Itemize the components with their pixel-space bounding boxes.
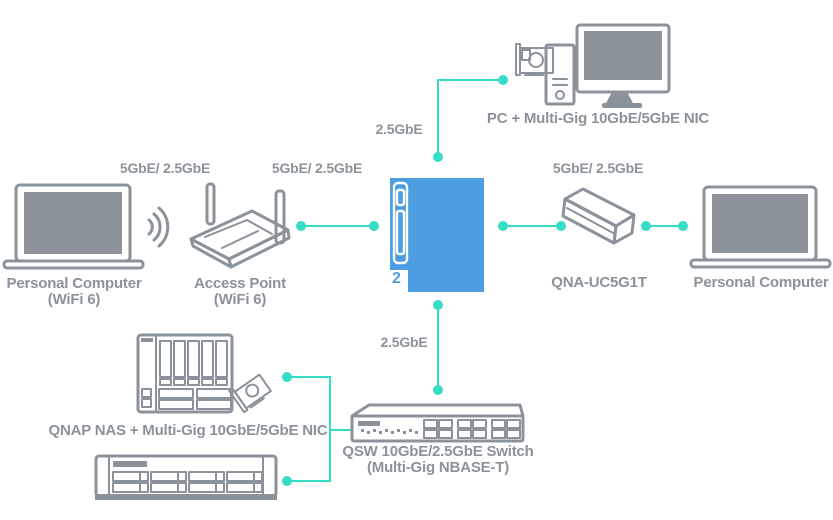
nas-tower-icon — [136, 333, 234, 414]
laptop-left-label-line1: Personal Computer — [6, 275, 142, 292]
pc-with-nic-icon — [515, 23, 671, 108]
router-partial-label: 2 — [392, 270, 401, 287]
switch-label: QSW 10GbE/2.5GbE Switch (Multi-Gig NBASE… — [342, 444, 533, 476]
access-point-label-line1: Access Point — [194, 275, 286, 292]
connector-router-to-qna — [498, 221, 566, 231]
link-label-router-qna: 5GbE/ 2.5GbE — [552, 160, 644, 176]
laptop-right-label: Personal Computer — [693, 274, 829, 291]
nic-card-icon — [515, 43, 554, 76]
switch-ports — [423, 419, 521, 439]
link-label-router-switch: 2.5GbE — [380, 334, 428, 350]
link-label-router-pc: 2.5GbE — [375, 121, 423, 137]
connector-ap-to-router — [296, 221, 379, 231]
switch-label-line1: QSW 10GbE/2.5GbE Switch — [342, 443, 534, 460]
switch-icon — [350, 403, 525, 443]
nas-label: QNAP NAS + Multi-Gig 10GbE/5GbE NIC — [48, 422, 328, 439]
access-point-label: Access Point (WiFi 6) — [194, 276, 286, 308]
switch-label-line2: (Multi-Gig NBASE-T) — [366, 459, 509, 476]
link-label-ap-router: 5GbE/ 2.5GbE — [271, 160, 363, 176]
rackmount-nas-icon — [94, 454, 278, 500]
laptop-right-icon — [689, 185, 832, 269]
qna-label: QNA-UC5G1T — [551, 274, 647, 291]
laptop-left-label: Personal Computer (WiFi 6) — [7, 276, 142, 308]
wifi-signal-icon — [147, 206, 170, 248]
laptop-left-label-line2: (WiFi 6) — [47, 291, 101, 308]
connector-nas-to-switch — [282, 372, 353, 486]
access-point-icon — [189, 182, 291, 269]
laptop-left-icon — [2, 183, 145, 270]
connector-router-to-pc-top — [433, 75, 508, 162]
qna-adapter-icon — [561, 187, 636, 245]
link-label-wifi-left: 5GbE/ 2.5GbE — [119, 160, 211, 176]
connector-qna-to-laptop — [641, 221, 688, 231]
access-point-label-line2: (WiFi 6) — [213, 291, 267, 308]
connector-router-to-switch — [433, 300, 443, 395]
pc-top-label: PC + Multi-Gig 10GbE/5GbE NIC — [486, 110, 710, 127]
nas-nic-card-icon — [228, 373, 272, 414]
router-label-patch — [382, 270, 408, 296]
